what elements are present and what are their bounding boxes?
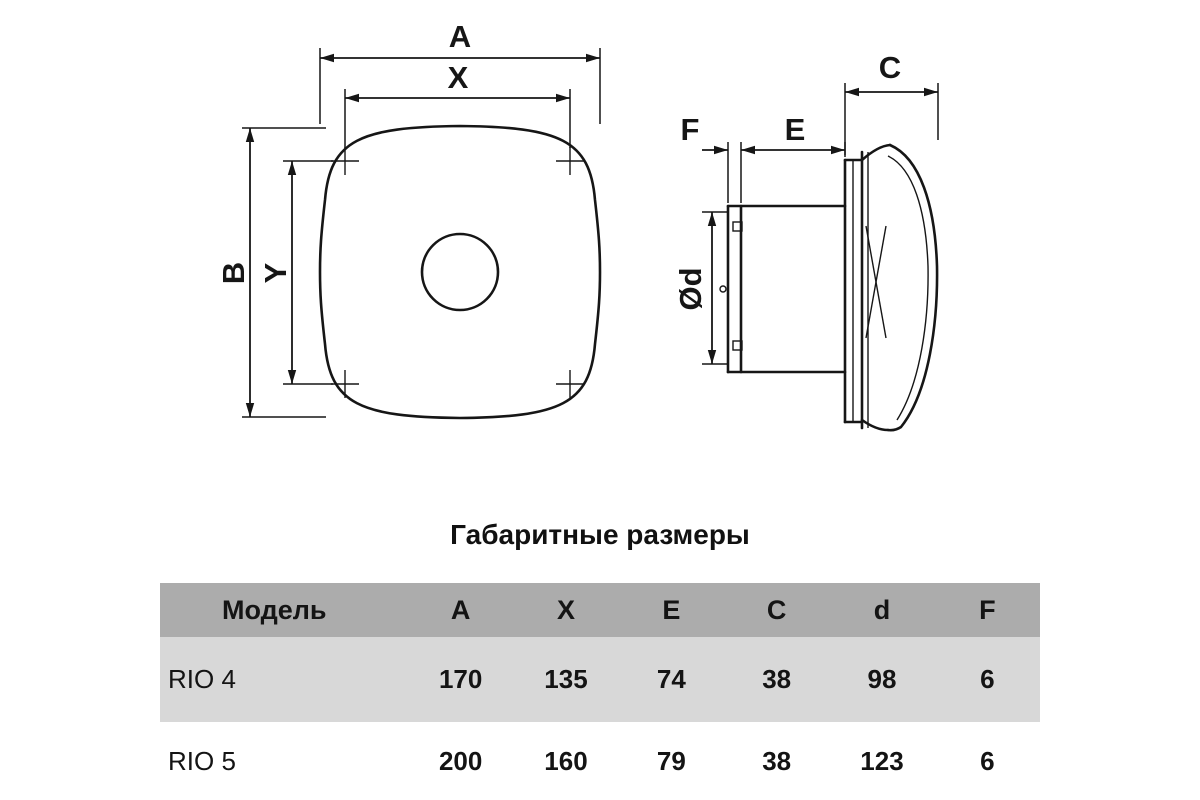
value-cell: 135 <box>544 664 588 694</box>
col-header-f: F <box>979 594 996 625</box>
value-cell: 79 <box>656 745 686 776</box>
value-cell: 38 <box>762 745 792 776</box>
dim-label-e: E <box>785 112 806 147</box>
dim-label-y: Y <box>258 262 293 283</box>
dim-label-f: F <box>681 112 700 147</box>
fan-front-view: A X B Y <box>216 19 602 420</box>
value-cell: 6 <box>980 745 995 776</box>
dim-label-c: C <box>879 50 901 85</box>
front-cover <box>860 143 939 432</box>
col-header-model: Модель <box>222 594 327 625</box>
fan-faceplate-outline <box>318 124 602 420</box>
dimension-d: Ød <box>673 211 727 365</box>
dimension-c: C <box>844 50 939 155</box>
table-row-rio5: RIO 5 200 160 79 38 123 6 <box>160 722 1040 800</box>
fan-duct <box>719 204 847 374</box>
value-cell: 98 <box>867 664 897 694</box>
dimensions-table: Модель A X E C d F RIO 4 170 135 74 38 9… <box>160 583 1040 800</box>
dimension-drawing: A X B Y <box>216 19 939 432</box>
dim-label-x: X <box>448 60 469 95</box>
table-row-rio4: RIO 4 170 135 74 38 98 6 <box>160 637 1040 722</box>
dimension-a: A <box>319 19 601 124</box>
dimension-b: B <box>216 127 326 418</box>
fan-side-view: C F E Ød <box>673 50 939 432</box>
value-cell: 160 <box>544 745 588 776</box>
dimension-f: F <box>681 112 729 203</box>
dim-label-a: A <box>449 19 471 54</box>
value-cell: 123 <box>860 745 904 776</box>
mounting-plate <box>843 150 887 430</box>
col-header-x: X <box>556 594 575 625</box>
page-title: Габаритные размеры <box>450 519 750 550</box>
value-cell: 170 <box>438 664 483 694</box>
dimension-x: X <box>344 60 571 148</box>
dimension-e: E <box>740 112 846 203</box>
col-header-c: C <box>766 594 787 625</box>
model-name: RIO 5 <box>168 745 236 776</box>
dimension-y: Y <box>258 160 333 385</box>
dim-label-diameter: Ød <box>673 267 708 310</box>
table-header-row: Модель A X E C d F <box>160 583 1040 637</box>
fan-hub-circle <box>420 232 500 312</box>
model-name: RIO 4 <box>168 664 236 694</box>
col-header-d: d <box>873 594 891 625</box>
col-header-e: E <box>662 594 681 625</box>
dim-label-b: B <box>216 262 251 284</box>
col-header-a: A <box>450 594 471 625</box>
corner-crosshair-marks <box>331 147 584 398</box>
value-cell: 74 <box>656 664 686 694</box>
value-cell: 6 <box>980 664 995 694</box>
value-cell: 38 <box>762 664 792 694</box>
value-cell: 200 <box>438 745 483 776</box>
